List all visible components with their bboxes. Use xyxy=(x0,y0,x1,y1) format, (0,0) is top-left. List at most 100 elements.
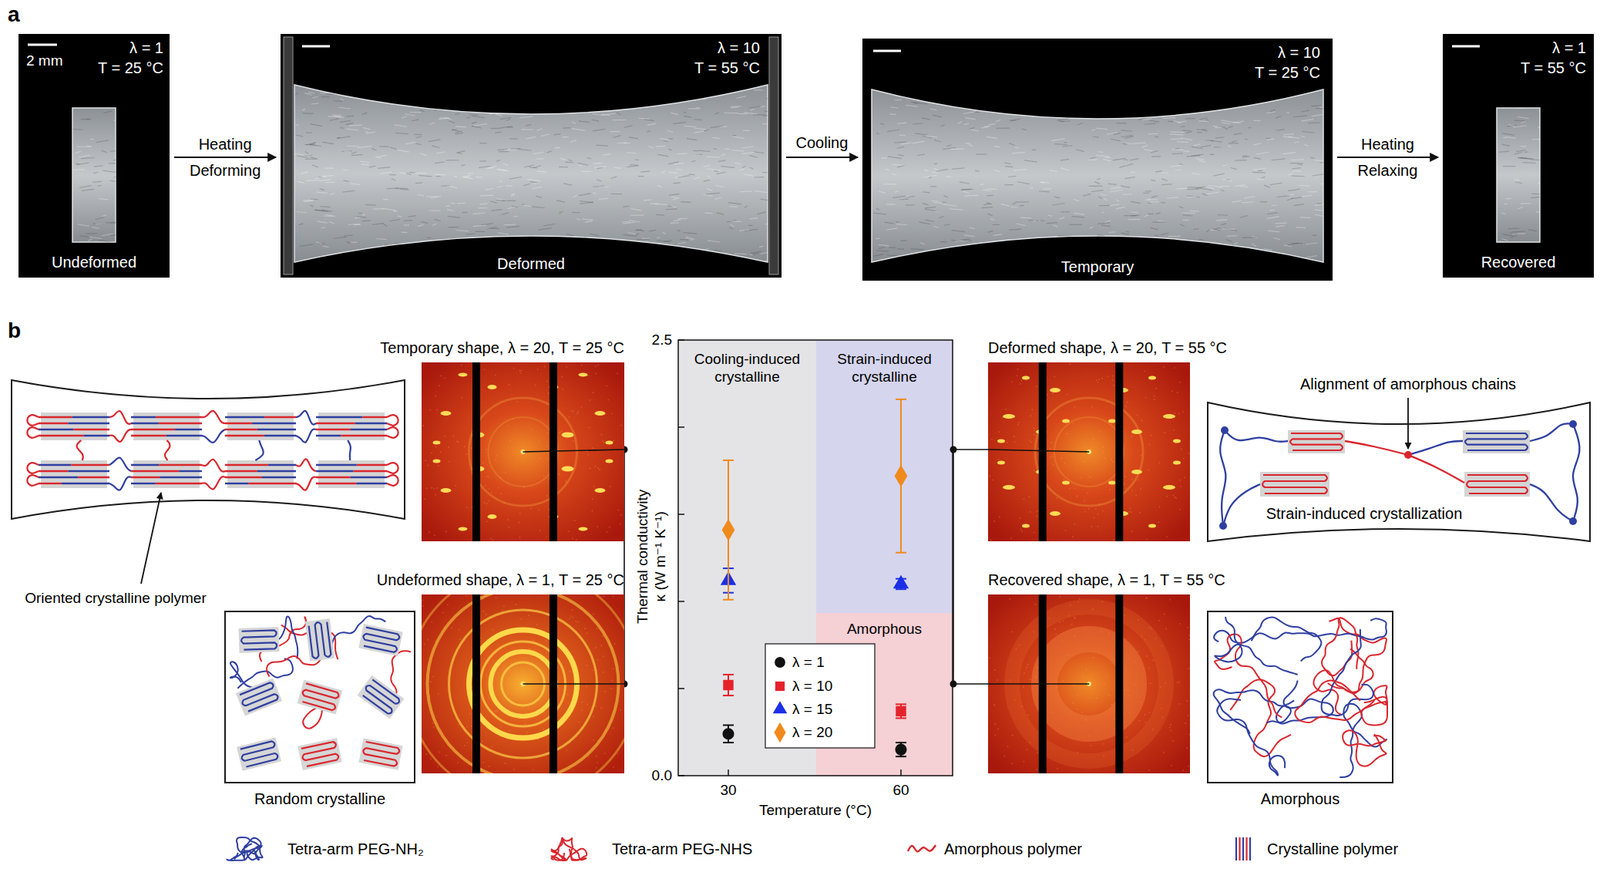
figure-part xyxy=(1274,221,1287,224)
figure-part xyxy=(925,136,938,138)
figure-part xyxy=(494,131,501,134)
figure-part xyxy=(1109,204,1120,206)
diffraction-spot xyxy=(605,440,614,445)
figure-part xyxy=(297,737,343,770)
figure-part xyxy=(1124,475,1127,478)
figure-part xyxy=(436,487,438,489)
figure-part xyxy=(648,146,654,148)
figure-part xyxy=(1057,118,1069,121)
figure-part xyxy=(545,536,548,538)
figure-part xyxy=(962,191,969,193)
figure-part xyxy=(740,191,753,193)
figure-part xyxy=(902,195,915,198)
scale-bar xyxy=(873,50,901,53)
figure-part xyxy=(1517,157,1527,159)
figure-part xyxy=(635,229,643,232)
figure-part xyxy=(1105,157,1112,158)
figure-part xyxy=(509,176,522,179)
figure-part xyxy=(998,430,1000,433)
figure-part xyxy=(1304,144,1309,146)
figure-part xyxy=(617,509,619,511)
figure-part xyxy=(507,424,510,427)
figure-part xyxy=(697,150,710,152)
figure-part xyxy=(414,256,429,258)
figure-part xyxy=(1083,499,1086,501)
figure-part xyxy=(315,482,357,485)
figure-part xyxy=(358,212,363,215)
figure-part xyxy=(580,406,582,408)
figure-part xyxy=(589,399,592,401)
figure-part xyxy=(500,117,511,119)
figure-part xyxy=(333,86,342,88)
figure-part xyxy=(930,185,937,187)
figure-part xyxy=(619,523,622,525)
figure-part xyxy=(1210,140,1222,142)
figure-part xyxy=(667,130,674,133)
figure-part xyxy=(448,121,455,124)
figure-part xyxy=(326,93,336,95)
figure-part xyxy=(309,124,323,127)
error-cap xyxy=(895,702,907,705)
figure-part xyxy=(373,208,384,209)
figure-part xyxy=(1052,392,1054,394)
figure-part xyxy=(721,154,727,156)
figure-part xyxy=(1502,144,1510,146)
figure-part xyxy=(1253,168,1267,170)
figure-part xyxy=(225,428,258,431)
figure-part xyxy=(315,416,363,418)
figure-part xyxy=(994,145,1001,148)
figure-part xyxy=(562,136,569,138)
figure-part xyxy=(313,176,327,179)
diffraction-spot xyxy=(440,410,452,416)
figure-part xyxy=(566,233,574,236)
figure-part xyxy=(678,262,691,265)
beam-stop xyxy=(549,362,558,542)
figure-part xyxy=(743,174,753,176)
figure-part xyxy=(1173,429,1175,431)
leader-lines xyxy=(621,446,989,688)
figure-part xyxy=(605,384,608,387)
figure-part xyxy=(706,168,721,172)
figure-part xyxy=(695,154,703,156)
figure-part xyxy=(705,192,720,195)
figure-part xyxy=(375,154,387,158)
figure-part xyxy=(959,181,970,184)
figure-part xyxy=(993,520,995,522)
figure-part xyxy=(1220,185,1231,188)
figure-part xyxy=(1167,121,1174,122)
figure-part xyxy=(592,113,602,115)
figure-part xyxy=(350,428,387,431)
figure-part xyxy=(506,118,511,122)
figure-part xyxy=(583,256,594,259)
figure-part xyxy=(1019,205,1025,207)
figure-part xyxy=(1179,381,1181,384)
figure-part xyxy=(1033,531,1036,534)
figure-part xyxy=(1051,107,1056,109)
node-text: T = 55 °C xyxy=(694,58,760,78)
figure-part xyxy=(1232,200,1242,202)
figure-part xyxy=(1192,173,1200,175)
node-text: Strain-induced crystalline xyxy=(820,350,950,387)
figure-part xyxy=(400,188,410,191)
figure-part xyxy=(1223,179,1233,182)
figure-part xyxy=(1283,136,1292,138)
figure-part xyxy=(531,206,545,208)
figure-part xyxy=(760,105,766,107)
figure-part xyxy=(1052,241,1066,243)
figure-part xyxy=(1049,456,1052,458)
figure-part xyxy=(1139,95,1151,97)
figure-part xyxy=(366,131,376,134)
figure-part xyxy=(433,218,441,222)
figure-part xyxy=(1017,181,1030,185)
figure-part xyxy=(1198,121,1210,122)
figure-part xyxy=(1040,219,1045,222)
figure-part xyxy=(1501,238,1508,240)
figure-part xyxy=(1175,169,1182,171)
figure-part xyxy=(605,531,608,533)
figure-part xyxy=(1253,143,1261,145)
figure-part xyxy=(495,114,503,116)
diffraction-spot xyxy=(997,439,1006,444)
figure-part xyxy=(1241,201,1254,203)
figure-part xyxy=(443,376,446,379)
figure-part xyxy=(445,205,451,207)
